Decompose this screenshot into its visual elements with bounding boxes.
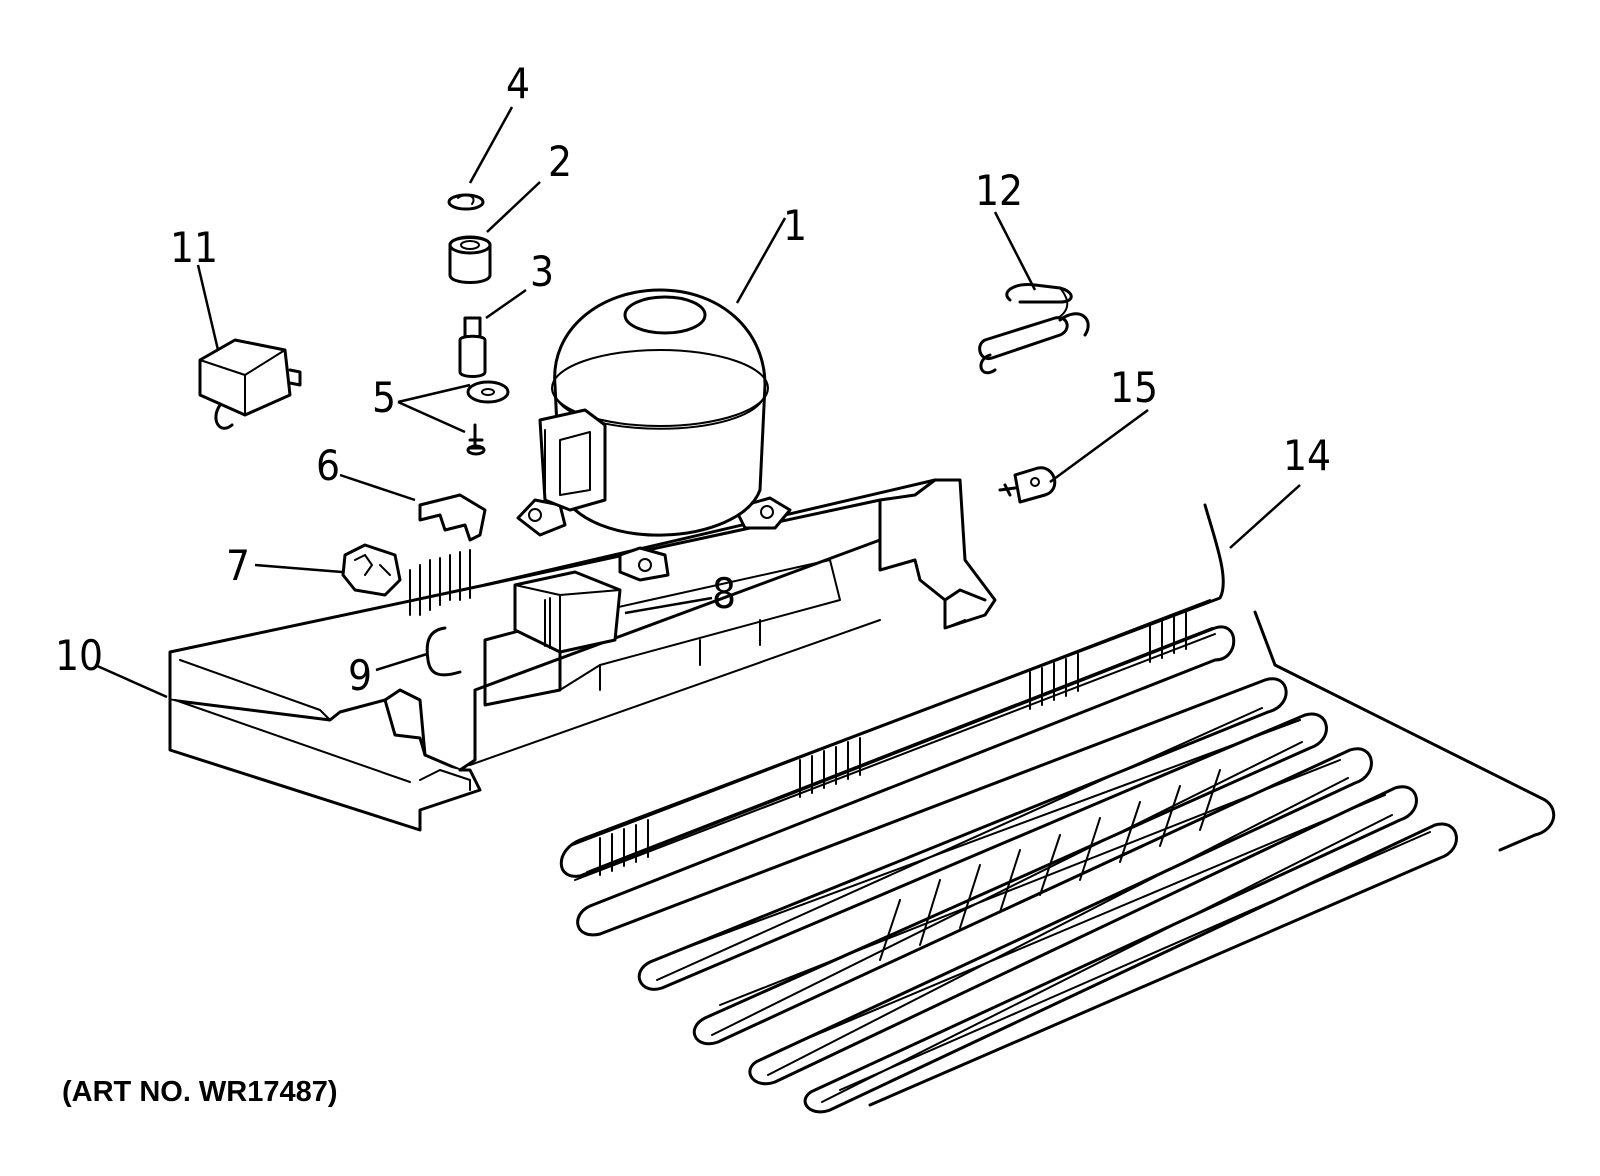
- callout-14: 14: [1283, 431, 1331, 480]
- part-wire-clip: [409, 549, 471, 677]
- callout-4: 4: [506, 59, 530, 108]
- compressor: [516, 288, 792, 582]
- part-bracket: [418, 493, 487, 542]
- leader-lines: [94, 106, 1301, 699]
- callout-9: 9: [348, 651, 372, 700]
- base-pan: [168, 478, 997, 832]
- part-spacer: [458, 316, 487, 378]
- part-heater: [978, 282, 1090, 375]
- callout-2: 2: [548, 137, 572, 186]
- callout-15: 15: [1110, 363, 1158, 412]
- callout-10: 10: [55, 631, 103, 680]
- part-capacitor: [513, 570, 622, 654]
- callout-11: 11: [170, 223, 218, 272]
- callout-labels: 1 2 3 4 5 6 7 8 9 10 11 12 14 15: [55, 59, 1331, 700]
- part-grommet: [448, 235, 492, 284]
- callout-12: 12: [975, 166, 1023, 215]
- callout-7: 7: [226, 541, 250, 590]
- part-relay: [341, 543, 402, 597]
- callout-3: 3: [530, 247, 554, 296]
- condenser-coil: [559, 503, 1556, 1114]
- callout-6: 6: [316, 441, 340, 490]
- callout-1: 1: [783, 201, 807, 250]
- art-number: (ART NO. WR17487): [62, 1076, 338, 1108]
- part-clamp: [998, 466, 1057, 504]
- part-clip: [447, 193, 485, 211]
- part-washer-bolt: [466, 380, 510, 456]
- callout-5: 5: [372, 373, 396, 422]
- part-overload: [198, 338, 302, 430]
- callout-8: 8: [712, 569, 736, 618]
